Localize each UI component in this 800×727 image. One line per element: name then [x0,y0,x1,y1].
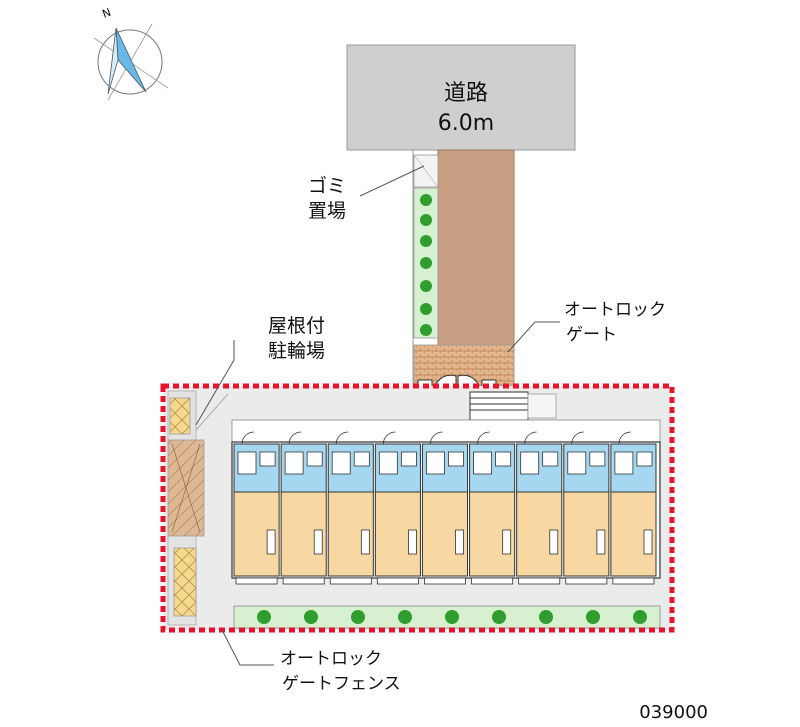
unit-8-door-swing [571,431,584,445]
unit-8-balcony [565,577,608,585]
unit-7-balcony [518,577,561,585]
unit-2-balcony [282,577,325,585]
bicycle-label-2: 駐輪場 [268,340,325,362]
road-width: 6.0m [438,111,494,136]
unit-1-door-swing [241,431,255,445]
storage-box [169,397,191,435]
unit-6-toilet [473,451,492,475]
autolock-gate-fence [160,383,675,633]
unit-2-kitchen [306,451,323,467]
unit-4-door-swing [382,431,396,445]
unit-7-door-swing [524,431,537,445]
unit-5-closet [455,529,464,555]
unit-8-kitchen [589,451,606,467]
driveway [437,149,515,346]
unit-2-toilet [284,451,304,475]
north-label: N [101,6,113,21]
unit-6-kitchen [495,451,512,467]
unit-9-closet [643,529,653,555]
unit-9-balcony [612,577,655,585]
unit-4-toilet [378,451,398,475]
unit-9-door-swing [618,431,631,445]
unit-2-closet [313,529,323,555]
unit-4-balcony [376,577,419,585]
unit-3-toilet [331,451,351,475]
unit-1-balcony [235,577,278,585]
garbage-label-2: 置場 [308,200,346,222]
road-name: 道路 [444,81,488,106]
unit-5-balcony [424,577,466,585]
compass-ring [97,29,163,95]
unit-5-door-swing [430,431,443,445]
unit-9-toilet [614,451,634,475]
garbage-label-1: ゴミ [308,175,346,197]
unit-7-toilet [520,451,540,475]
entrance-stairs [469,391,529,421]
unit-3-closet [360,529,370,555]
fence-label-1: オートロック [280,649,382,669]
unit-7-kitchen [542,451,559,467]
unit-1-kitchen [259,451,276,467]
unit-3-door-swing [335,431,349,445]
bicycle-label-1: 屋根付 [268,315,325,337]
unit-4-closet [408,529,417,555]
unit-6-door-swing [477,431,490,445]
fence-label-2: ゲートフェンス [282,674,401,694]
road [346,44,576,151]
bottom-hedge-bushes [257,610,647,624]
unit-1-closet [266,529,276,555]
corridor [231,419,661,443]
unit-4-kitchen [400,451,417,467]
unit-9-kitchen [636,451,653,467]
unit-7-closet [549,529,559,555]
unit-8-toilet [567,451,587,475]
unit-5-toilet [426,451,445,475]
leader-lines [195,165,560,666]
compass-needle [115,27,147,93]
unit-8-closet [596,529,606,555]
apartment-building [231,419,661,585]
unit-5-kitchen [448,451,464,467]
compass: N [93,6,169,101]
unit-3-kitchen [353,451,370,467]
unit-6-balcony [471,577,514,585]
gate-label-2: ゲート [566,325,617,345]
unit-3-balcony [329,577,372,585]
storage-box-2 [173,547,197,617]
property-code: 039000 [639,702,708,723]
gate-label-1: オートロック [564,300,666,320]
unit-1-toilet [237,451,257,475]
unit-2-door-swing [288,431,302,445]
hedge-bushes [420,194,432,336]
unit-6-closet [502,529,512,555]
